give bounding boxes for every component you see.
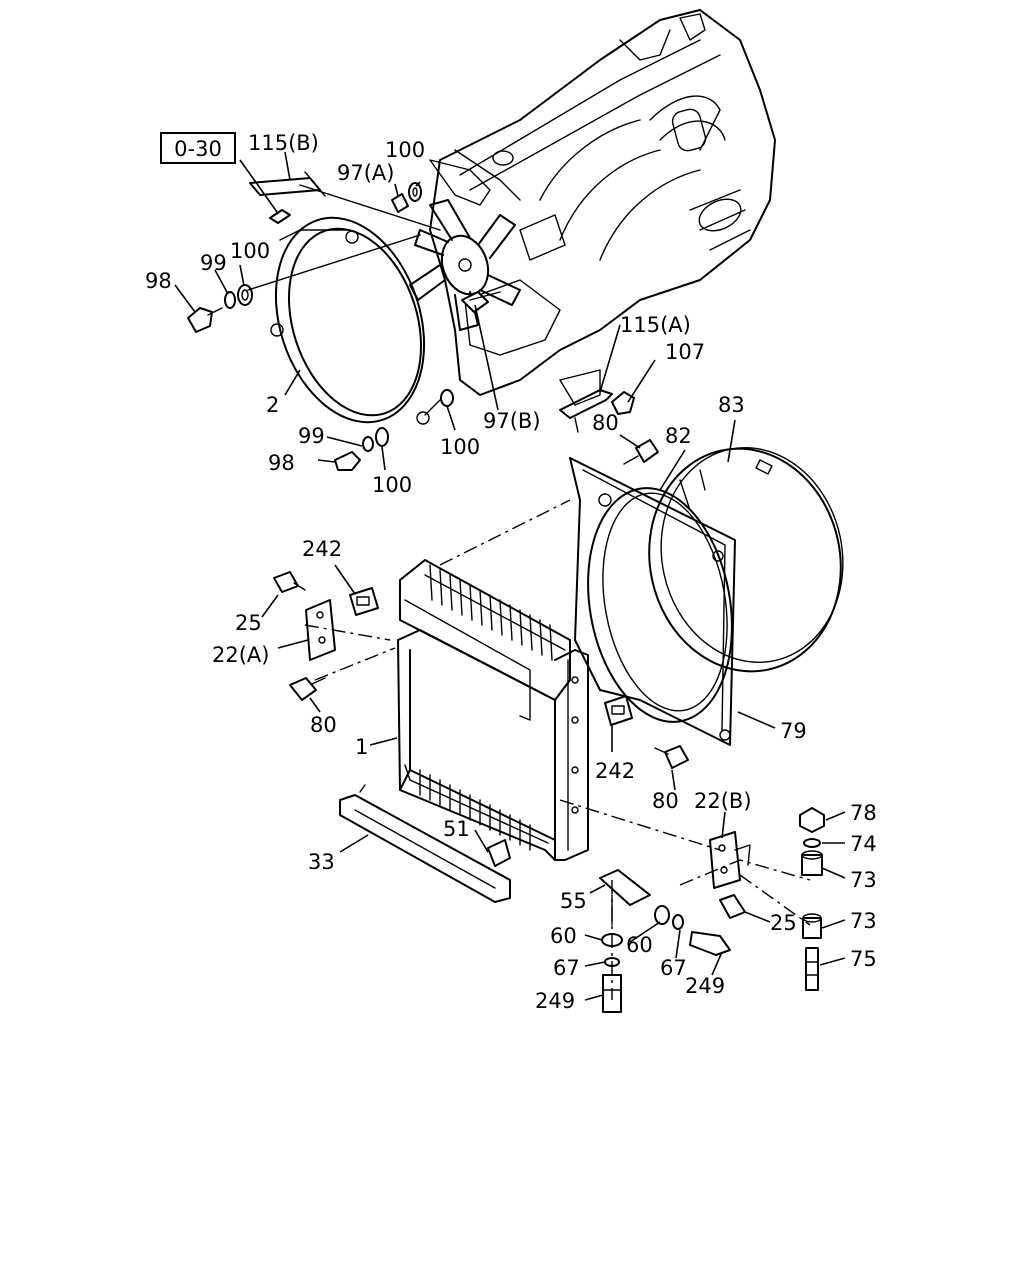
shroud-ring-83	[648, 447, 844, 673]
label-55: 55	[560, 889, 587, 913]
reference-box: 0-30	[160, 132, 236, 164]
label-100: 100	[230, 239, 270, 263]
label-33: 33	[308, 850, 335, 874]
shroud-82	[569, 457, 736, 746]
label-51: 51	[443, 817, 470, 841]
bolts-25	[273, 571, 746, 919]
leader-lines-lower	[261, 419, 846, 1001]
part-labels: 115(B) 100 97(A) 99 100 98 115(A) 107 2 …	[145, 131, 877, 1013]
label-83: 83	[718, 393, 745, 417]
label-2: 2	[266, 393, 279, 417]
label-80: 80	[652, 789, 679, 813]
brackets-242	[349, 587, 633, 726]
label-242: 242	[595, 759, 635, 783]
label-249: 249	[685, 974, 725, 998]
label-25: 25	[235, 611, 262, 635]
engine-block	[429, 9, 776, 406]
label-60: 60	[626, 933, 653, 957]
label-242: 242	[302, 537, 342, 561]
label-115b: 115(B)	[248, 131, 319, 155]
radiator-core	[397, 559, 589, 861]
label-22a: 22(A)	[212, 643, 269, 667]
label-1: 1	[355, 735, 368, 759]
fan-shroud-ring	[270, 216, 430, 425]
label-67: 67	[660, 956, 687, 980]
label-73: 73	[850, 909, 877, 933]
label-80: 80	[592, 411, 619, 435]
brackets-22	[305, 599, 751, 889]
label-107: 107	[665, 340, 705, 364]
cross-member-33	[339, 784, 511, 903]
bolts-80	[289, 439, 689, 769]
label-80: 80	[310, 713, 337, 737]
cooling-fan	[409, 199, 521, 331]
label-100: 100	[440, 435, 480, 459]
label-73: 73	[850, 868, 877, 892]
label-60: 60	[550, 924, 577, 948]
label-99: 99	[298, 424, 325, 448]
label-99: 99	[200, 251, 227, 275]
label-74: 74	[850, 832, 877, 856]
label-100: 100	[372, 473, 412, 497]
label-25: 25	[770, 911, 797, 935]
label-97a: 97(A)	[337, 161, 394, 185]
label-97b: 97(B)	[483, 409, 541, 433]
label-67: 67	[553, 956, 580, 980]
leader-lines-upper	[174, 151, 656, 471]
label-98: 98	[145, 269, 172, 293]
reference-box-text: 0-30	[174, 137, 222, 161]
label-115a: 115(A)	[620, 313, 691, 337]
label-98: 98	[268, 451, 295, 475]
label-78: 78	[850, 801, 877, 825]
bracket-115b	[249, 171, 326, 224]
label-75: 75	[850, 947, 877, 971]
label-79: 79	[780, 719, 807, 743]
label-82: 82	[665, 424, 692, 448]
label-22b: 22(B)	[694, 789, 752, 813]
label-100: 100	[385, 138, 425, 162]
alignment-lines	[304, 499, 811, 1000]
fittings-right	[799, 807, 825, 991]
label-249: 249	[535, 989, 575, 1013]
drain-cock-51	[487, 839, 511, 867]
